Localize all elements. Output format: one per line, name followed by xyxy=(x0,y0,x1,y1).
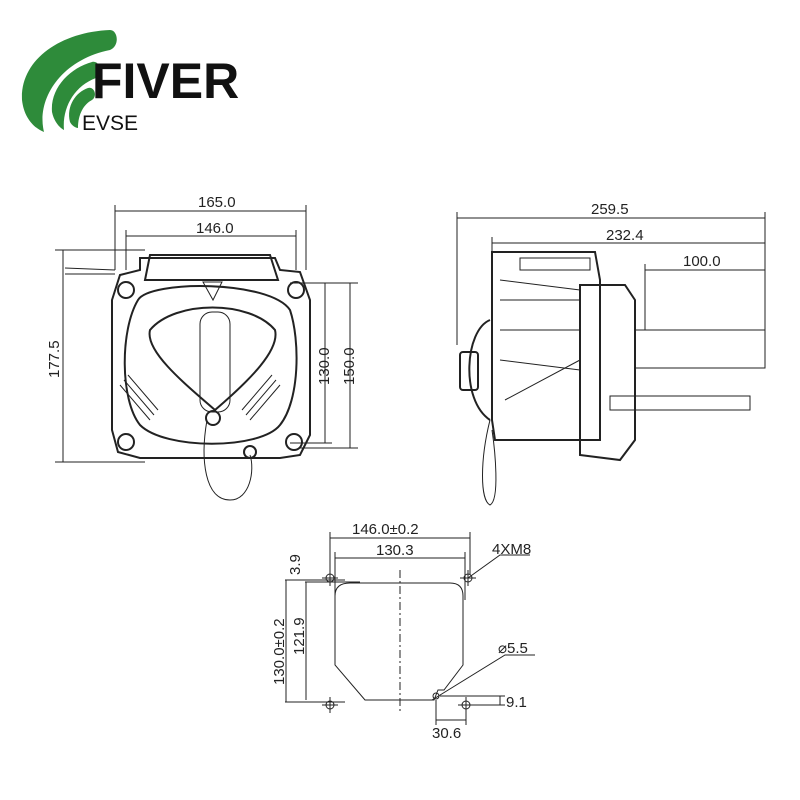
front-view: 165.0 146.0 177.5 130.0 150.0 xyxy=(46,194,358,501)
dim-width-inner: 146.0 xyxy=(196,220,234,237)
dim-length-cable: 100.0 xyxy=(683,253,721,270)
dim-length-total: 259.5 xyxy=(591,201,629,218)
dim-height-frame: 150.0 xyxy=(341,347,358,385)
thread-label: 4XM8 xyxy=(492,541,531,558)
logo-brand: FIVER xyxy=(92,53,239,109)
side-view: 259.5 232.4 100.0 xyxy=(456,201,766,506)
dim-hole-spacing-x: 146.0±0.2 xyxy=(352,521,419,538)
dim-offset-top: 3.9 xyxy=(287,554,304,575)
drain-diameter: ⌀5.5 xyxy=(498,640,528,657)
dim-height-outer: 177.5 xyxy=(46,340,63,378)
fiver-logo: FIVER EVSE xyxy=(21,30,239,135)
dim-width-outer: 165.0 xyxy=(198,194,236,211)
dim-drain-offset-y: 9.1 xyxy=(506,694,527,711)
logo-sub: EVSE xyxy=(82,112,138,135)
mounting-cutout: 146.0±0.2 130.3 3.9 130.0±0.2 121.9 4XM8… xyxy=(271,521,535,742)
dim-drain-offset-x: 30.6 xyxy=(432,725,461,742)
dim-cutout-width: 130.3 xyxy=(376,542,414,559)
dim-height-holes: 130.0 xyxy=(316,347,333,385)
dim-length-body: 232.4 xyxy=(606,227,644,244)
dim-cutout-height: 121.9 xyxy=(291,617,308,655)
dim-hole-spacing-y: 130.0±0.2 xyxy=(271,618,288,685)
